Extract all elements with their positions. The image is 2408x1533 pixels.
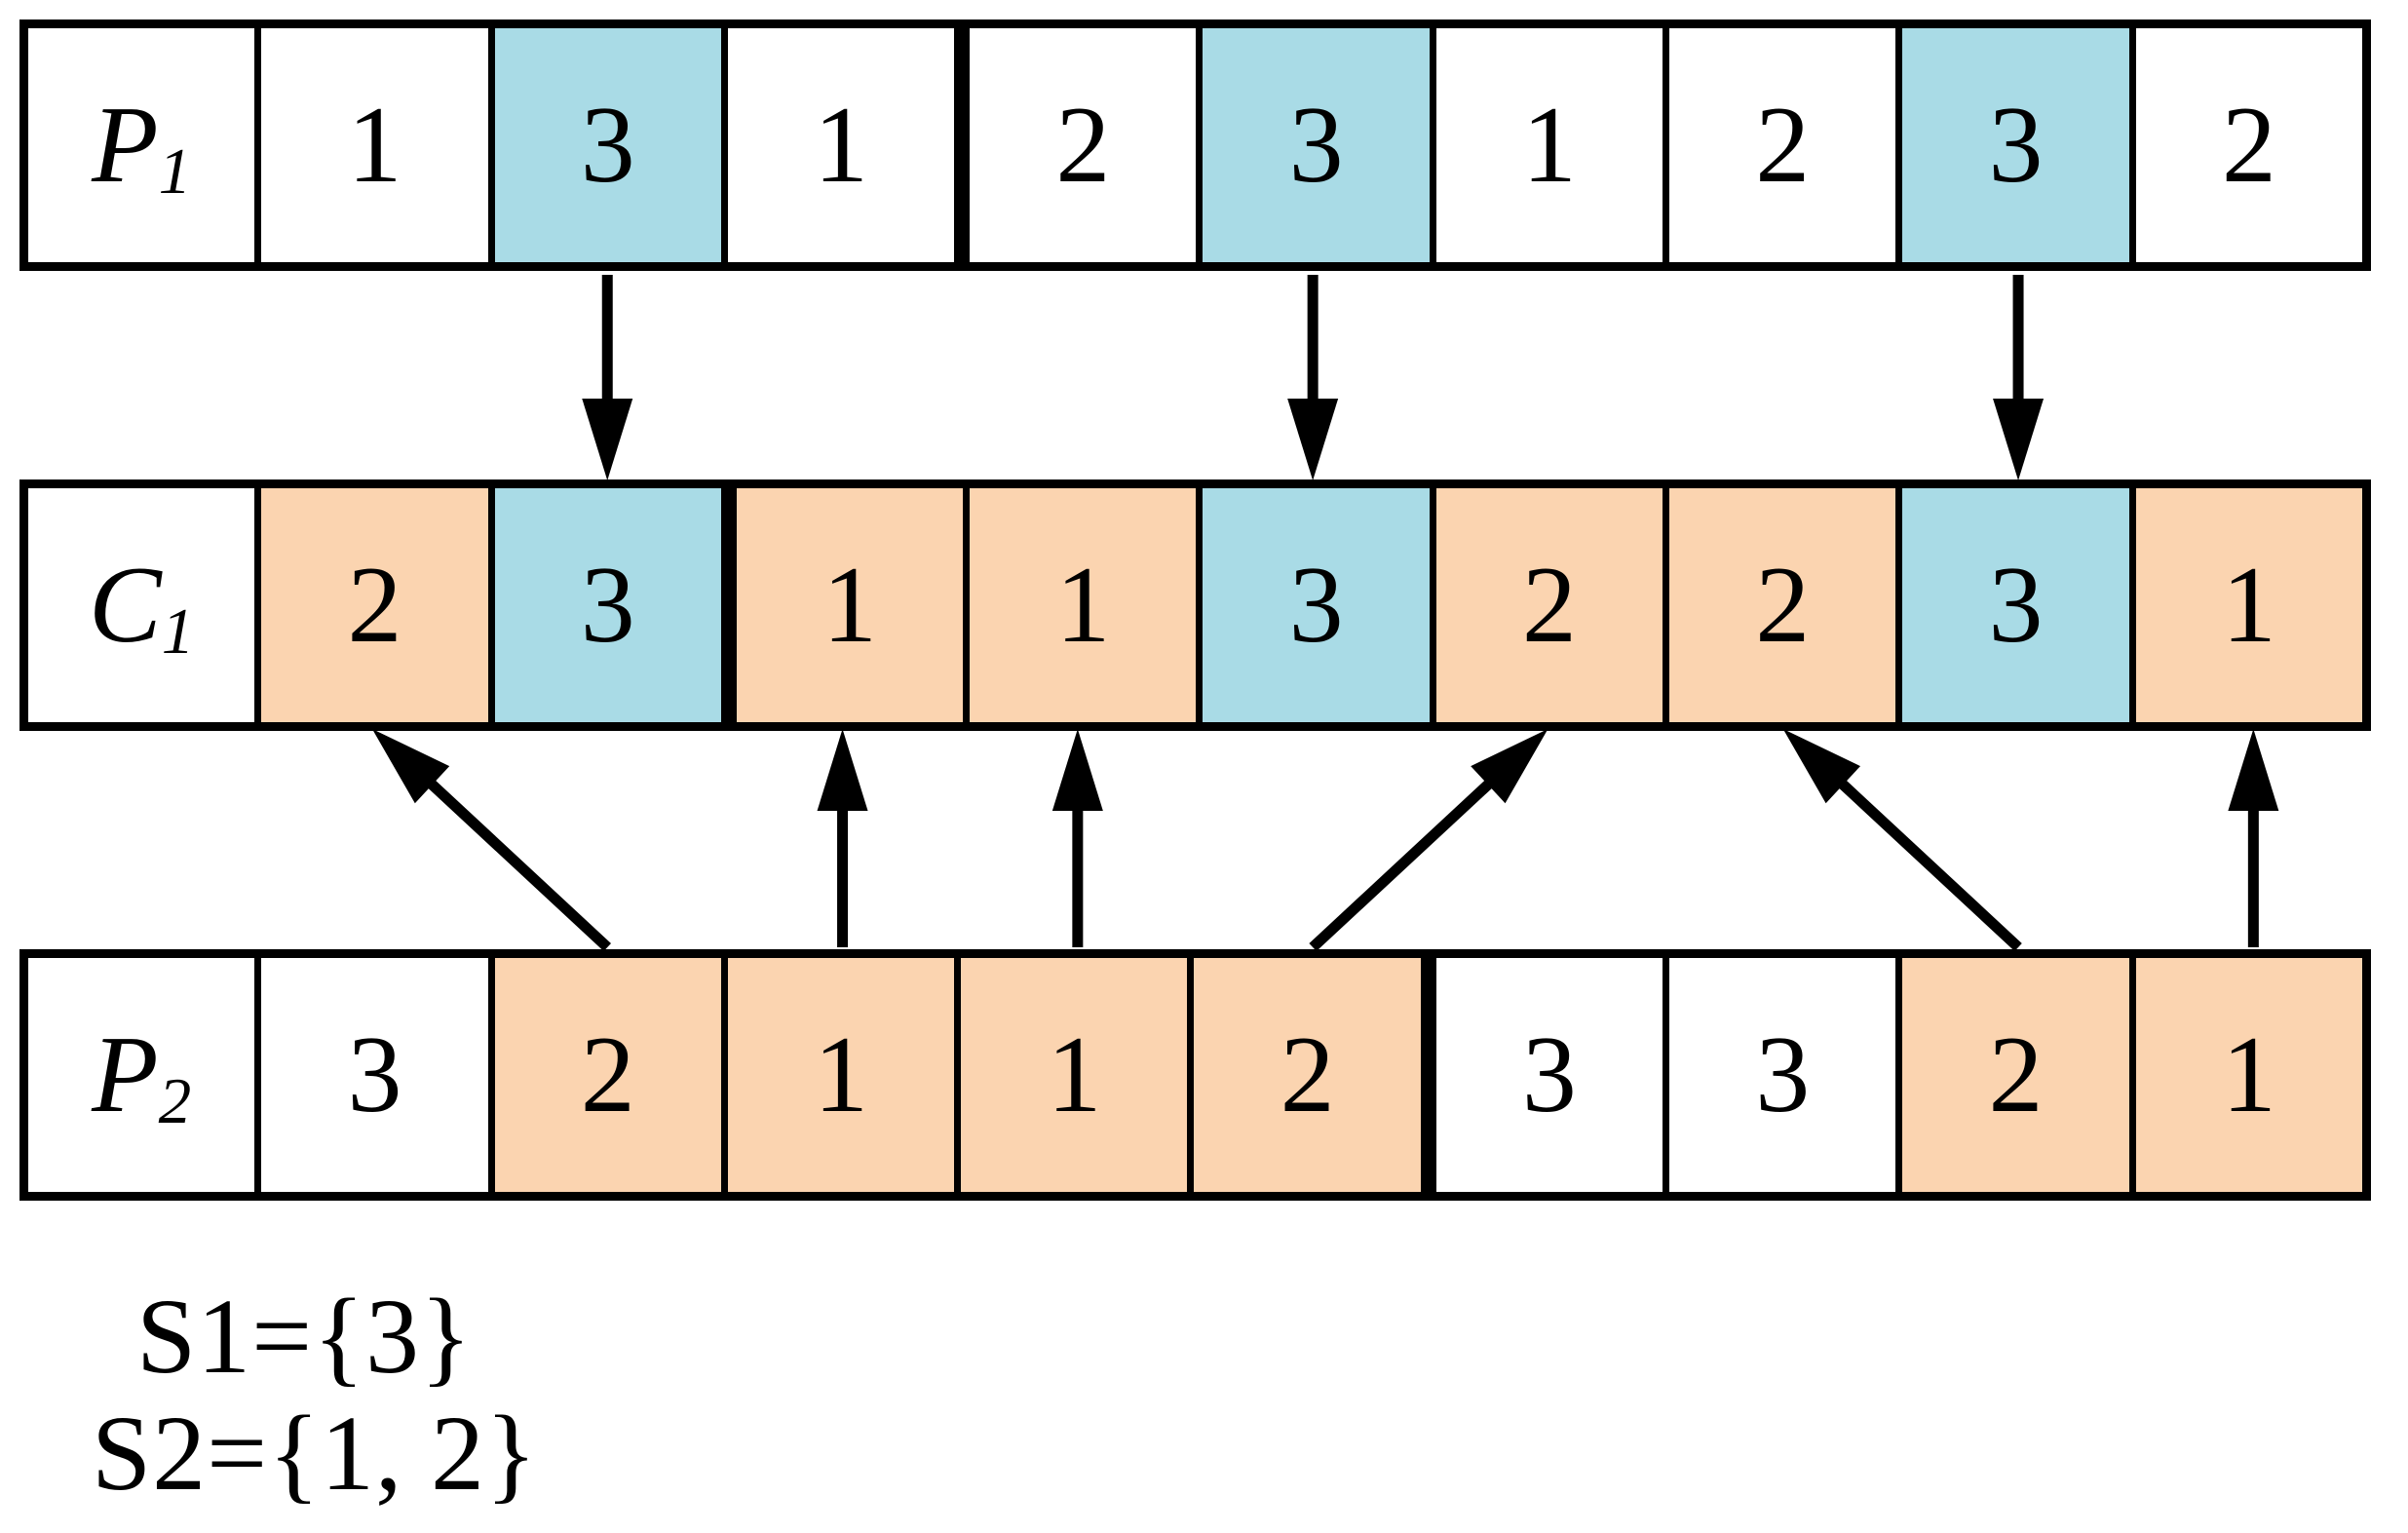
arrow-P24-to-C15: [1309, 729, 1548, 952]
cell-P1-7: 3: [1895, 28, 2129, 262]
arrow-P17-to-C17: [1993, 275, 2045, 480]
arrow-P27-to-C16: [1782, 729, 2022, 952]
cell-C1-8: 1: [2128, 488, 2362, 722]
row-label-C1: C1: [89, 544, 195, 668]
note-s2: S2={1, 2}: [92, 1394, 538, 1513]
cell-P1-0: 1: [254, 28, 488, 262]
arrow-P11-to-C11: [582, 275, 633, 480]
arrow-head: [1051, 729, 1103, 811]
cell-C1-2: 1: [720, 488, 964, 722]
cell-P1-8: 2: [2128, 28, 2362, 262]
arrow-head: [1782, 729, 1861, 804]
cell-P1-1: 3: [487, 28, 721, 262]
cell-C1-6: 2: [1663, 488, 1896, 722]
cell-P2-0: 3: [254, 958, 488, 1192]
cell-P1-2: 1: [720, 28, 955, 262]
arrow-P23-to-C13: [1051, 729, 1103, 947]
arrow-shaft: [1309, 775, 1498, 952]
cell-P2-3: 1: [954, 958, 1188, 1192]
arrow-head: [1471, 729, 1548, 804]
cell-P1-5: 1: [1429, 28, 1663, 262]
cell-C1-0: 2: [254, 488, 488, 722]
cell-P2-7: 2: [1895, 958, 2129, 1192]
arrow-head: [582, 399, 633, 480]
cell-P2-6: 3: [1663, 958, 1896, 1192]
arrow-head: [1287, 399, 1339, 480]
cell-P2-2: 1: [720, 958, 955, 1192]
arrow-P22-to-C12: [817, 729, 868, 947]
arrow-P14-to-C14: [1287, 275, 1339, 480]
cell-P2-8: 1: [2128, 958, 2362, 1192]
arrow-shaft: [422, 775, 611, 952]
arrow-P28-to-C18: [2228, 729, 2279, 947]
cell-P1-3: 2: [954, 28, 1197, 262]
arrow-head: [371, 729, 450, 804]
cell-P2-1: 2: [487, 958, 721, 1192]
arrow-shaft: [1833, 775, 2022, 952]
cell-C1-5: 2: [1429, 488, 1663, 722]
cell-C1-7: 3: [1895, 488, 2129, 722]
cell-P2-4: 2: [1187, 958, 1421, 1192]
cell-C1-1: 3: [487, 488, 721, 722]
row-label-P1: P1: [92, 84, 192, 208]
cell-P1-4: 3: [1196, 28, 1430, 262]
cell-P2-5: 3: [1420, 958, 1663, 1192]
cell-P1-6: 2: [1663, 28, 1896, 262]
row-label-P2: P2: [92, 1014, 192, 1137]
note-s1: S1={3}: [136, 1277, 473, 1396]
arrow-head: [1993, 399, 2045, 480]
cell-C1-3: 1: [963, 488, 1197, 722]
cell-C1-4: 3: [1196, 488, 1430, 722]
arrow-head: [2228, 729, 2279, 811]
arrow-head: [817, 729, 868, 811]
arrow-P21-to-C10: [371, 729, 611, 952]
